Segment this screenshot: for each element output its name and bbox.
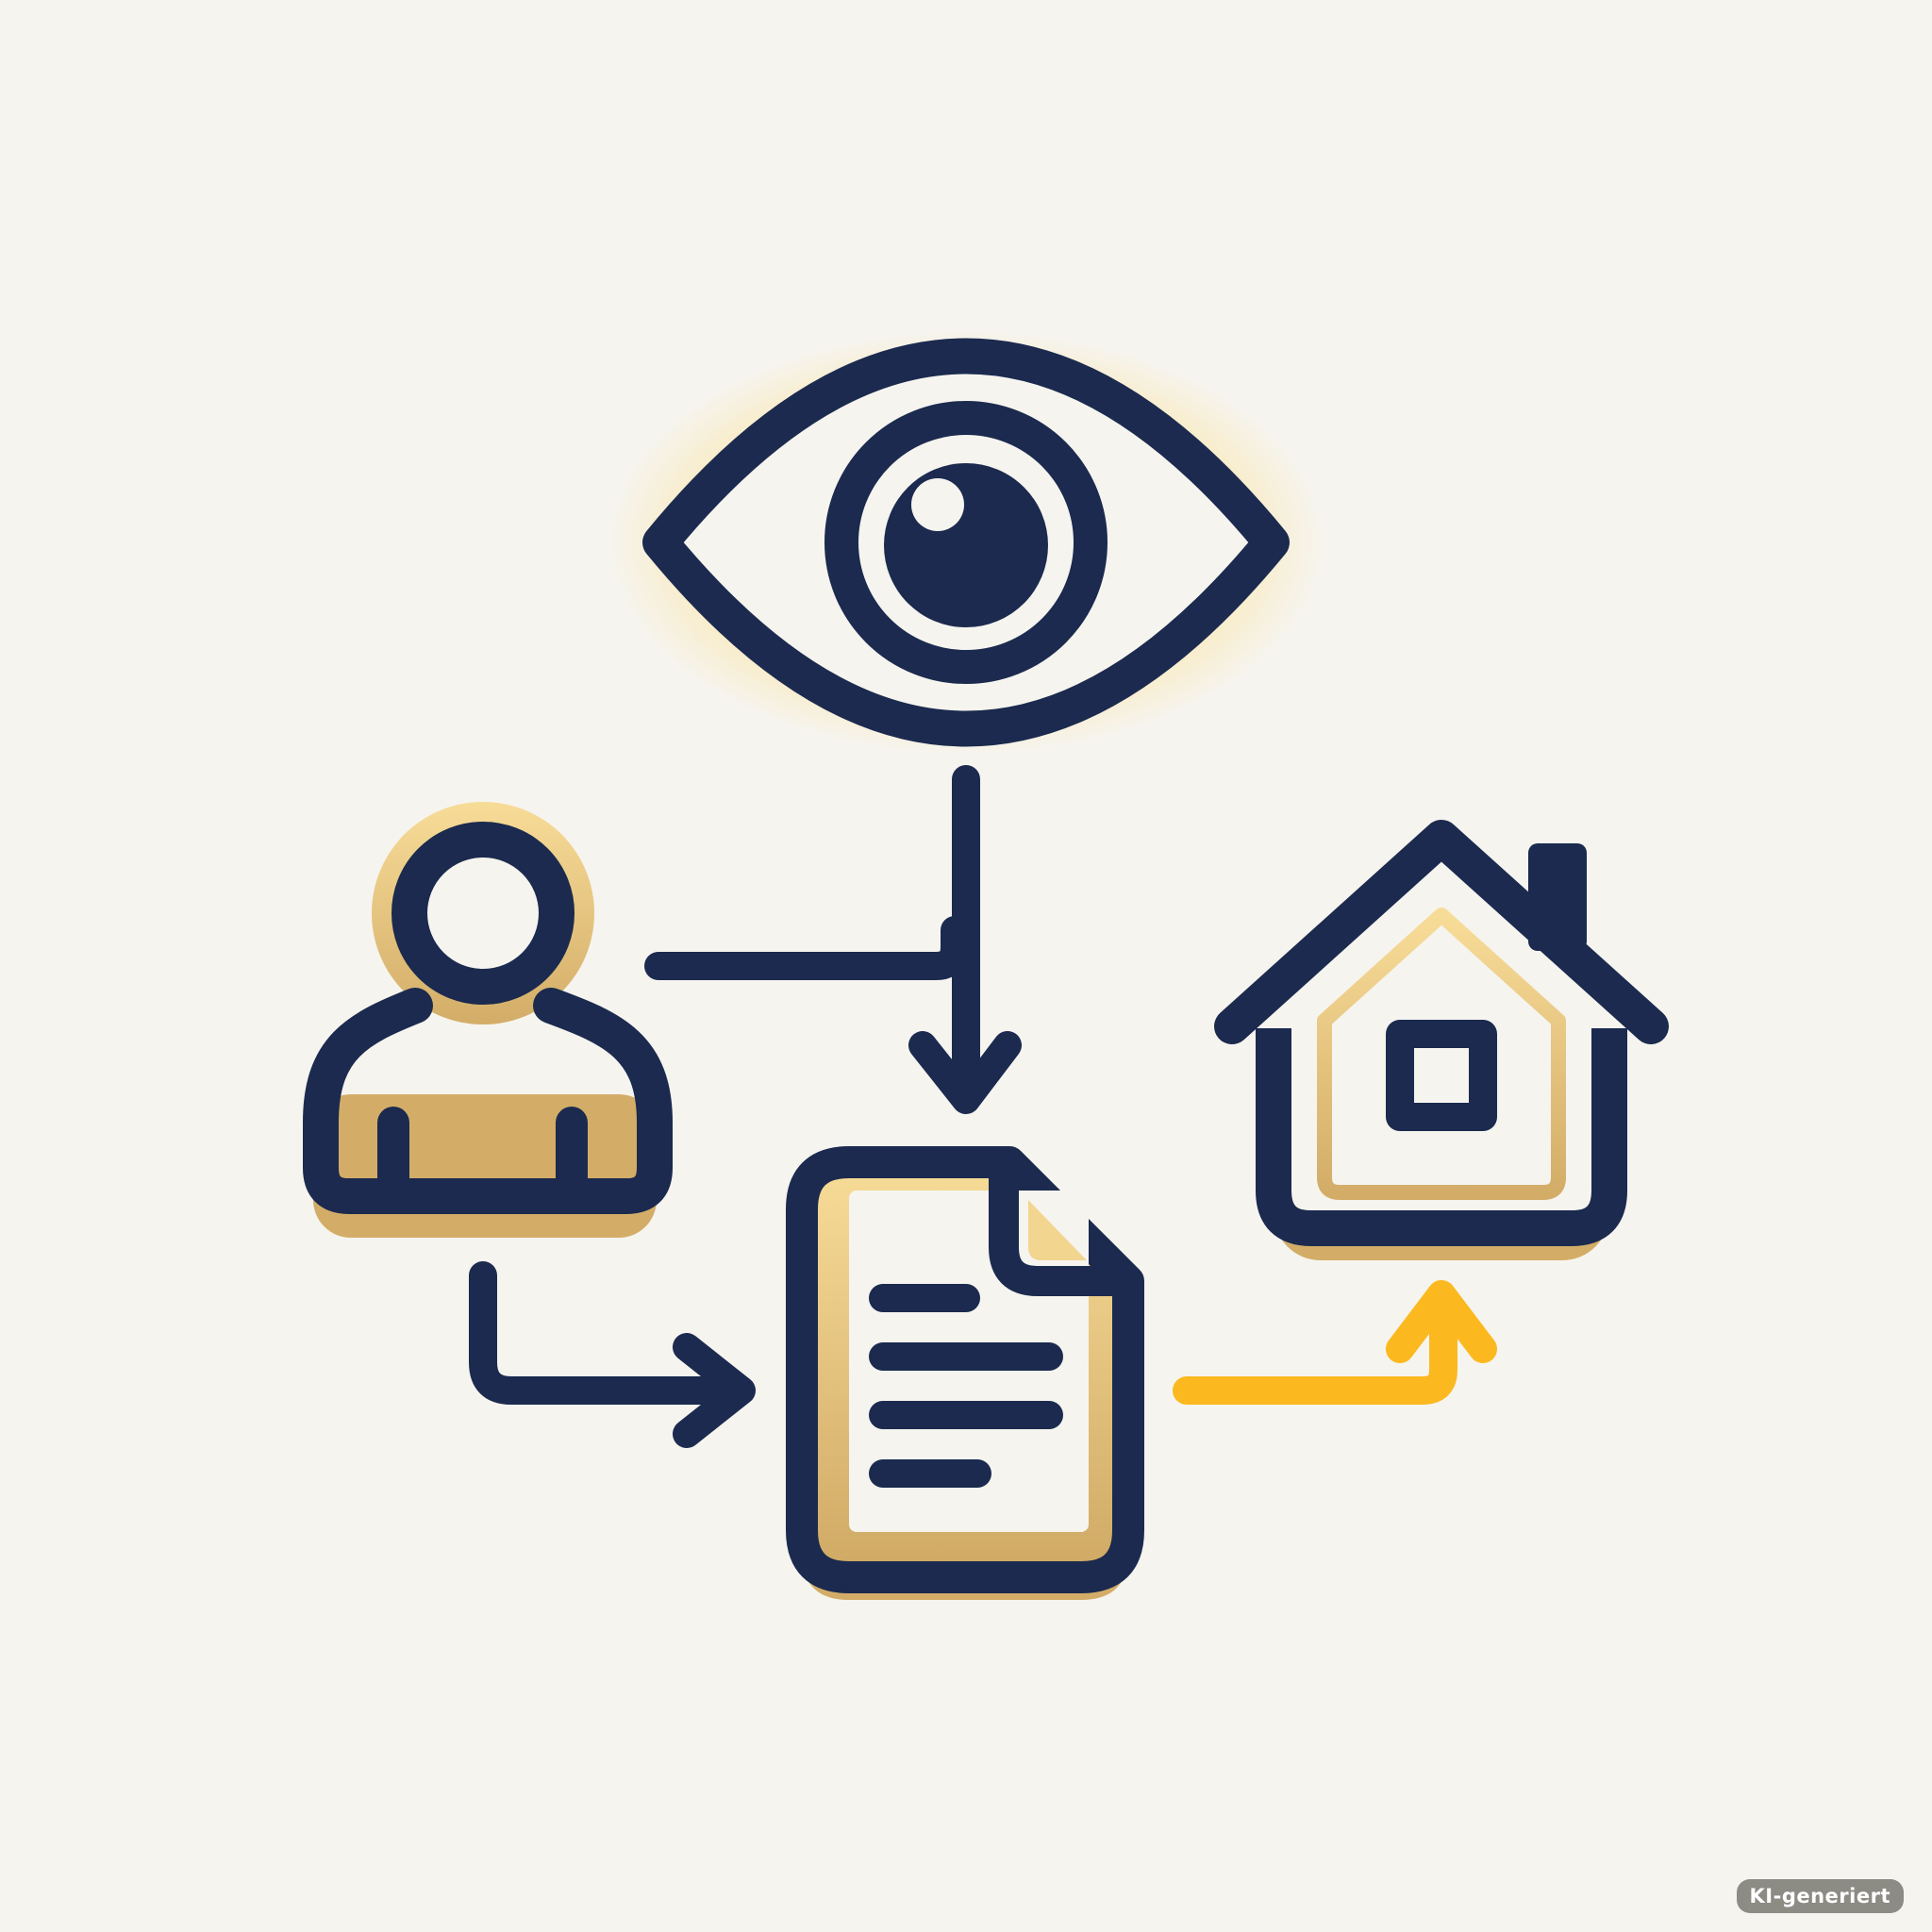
document-fold — [989, 1166, 1124, 1296]
person-body-shadow — [313, 1094, 657, 1238]
eye-pupil — [884, 463, 1048, 627]
arrowhead-up-icon — [1386, 1280, 1497, 1363]
house-roof — [1214, 820, 1669, 1044]
connector-person-line — [644, 916, 969, 980]
connector-person-doc-line — [469, 1261, 748, 1405]
document-icon — [786, 1146, 1144, 1600]
eye-icon — [608, 330, 1324, 755]
document-fold-fill — [1028, 1200, 1087, 1260]
person-body — [303, 988, 673, 1214]
connector-person-to-document — [469, 1261, 756, 1448]
ai-generated-badge: KI-generiert — [1736, 1879, 1904, 1913]
house-icon — [1214, 820, 1669, 1260]
connector-doc-house-line — [1173, 1284, 1457, 1405]
connector-person-to-eye-line — [644, 916, 969, 980]
person-head — [391, 822, 575, 1005]
house-chimney — [1528, 843, 1587, 951]
connector-document-to-house — [1173, 1280, 1497, 1405]
arrowhead-down-icon — [908, 1031, 1022, 1114]
eye-highlight — [911, 478, 964, 531]
person-icon — [303, 802, 673, 1238]
house-window — [1386, 1020, 1497, 1131]
arrowhead-right-icon — [673, 1333, 756, 1448]
